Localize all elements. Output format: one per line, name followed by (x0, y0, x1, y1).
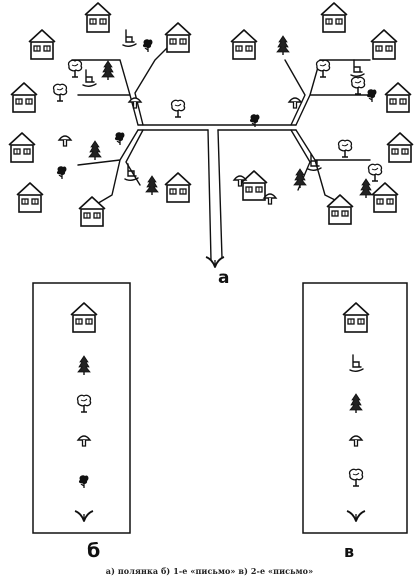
deciduous-tree-icon (69, 60, 82, 77)
house-icon (17, 183, 43, 212)
mushroom-icon (78, 436, 90, 446)
mushroom-icon (350, 436, 362, 446)
bush-icon (143, 39, 153, 52)
letter-b-panel (33, 283, 130, 533)
grass-sprout-icon (206, 257, 224, 267)
deciduous-tree-icon (172, 100, 185, 117)
house-icon (85, 3, 111, 32)
house-icon (231, 30, 257, 59)
bush-icon (79, 475, 89, 488)
panel-label-v: в (344, 542, 354, 561)
bush-icon (115, 132, 125, 145)
bush-icon (57, 166, 67, 179)
bush-icon (367, 89, 377, 102)
mushroom-icon (129, 98, 141, 108)
deciduous-tree-icon (369, 164, 382, 181)
house-icon (387, 133, 413, 162)
deciduous-tree-icon (78, 395, 91, 412)
panel-label-a: а (218, 268, 229, 288)
house-icon (372, 183, 398, 212)
house-icon (371, 30, 397, 59)
house-icon (327, 195, 353, 224)
house-icon (165, 23, 191, 52)
deciduous-tree-icon (352, 77, 365, 94)
fir-tree-icon (78, 356, 90, 375)
house-icon (343, 303, 369, 332)
fir-tree-icon (89, 141, 101, 160)
fir-tree-icon (360, 179, 372, 198)
left-fork-upper (72, 45, 170, 125)
main-trail (208, 130, 222, 260)
fir-tree-icon (146, 176, 158, 195)
house-icon (29, 30, 55, 59)
house-icon (71, 303, 97, 332)
chair-icon (351, 60, 364, 76)
deciduous-tree-icon (54, 84, 67, 101)
deciduous-tree-icon (317, 60, 330, 77)
panel-label-b: б (87, 540, 100, 562)
village-scene (9, 3, 413, 267)
left-fork-lower (78, 130, 143, 205)
grass-sprout-icon (75, 511, 93, 521)
house-icon (385, 83, 411, 112)
deciduous-tree-icon (339, 140, 352, 157)
house-icon (321, 3, 347, 32)
house-icon (165, 173, 191, 202)
fir-tree-icon (277, 36, 289, 55)
house-icon (9, 133, 35, 162)
crossbar-trail (138, 125, 296, 130)
figure-caption: а) полянка б) 1-е «письмо» в) 2-е «письм… (0, 566, 419, 576)
house-icon (241, 171, 267, 200)
deciduous-tree-icon (350, 469, 363, 486)
chair-icon (123, 30, 136, 46)
fir-tree-icon (102, 61, 114, 80)
grass-sprout-icon (347, 511, 365, 521)
fir-tree-icon (294, 169, 306, 188)
chair-icon (83, 70, 96, 86)
right-fork-lower (291, 130, 370, 205)
chair-icon (350, 355, 363, 371)
fir-tree-icon (350, 394, 362, 413)
letter-v-panel (303, 283, 407, 533)
house-icon (11, 83, 37, 112)
mushroom-icon (59, 136, 71, 146)
